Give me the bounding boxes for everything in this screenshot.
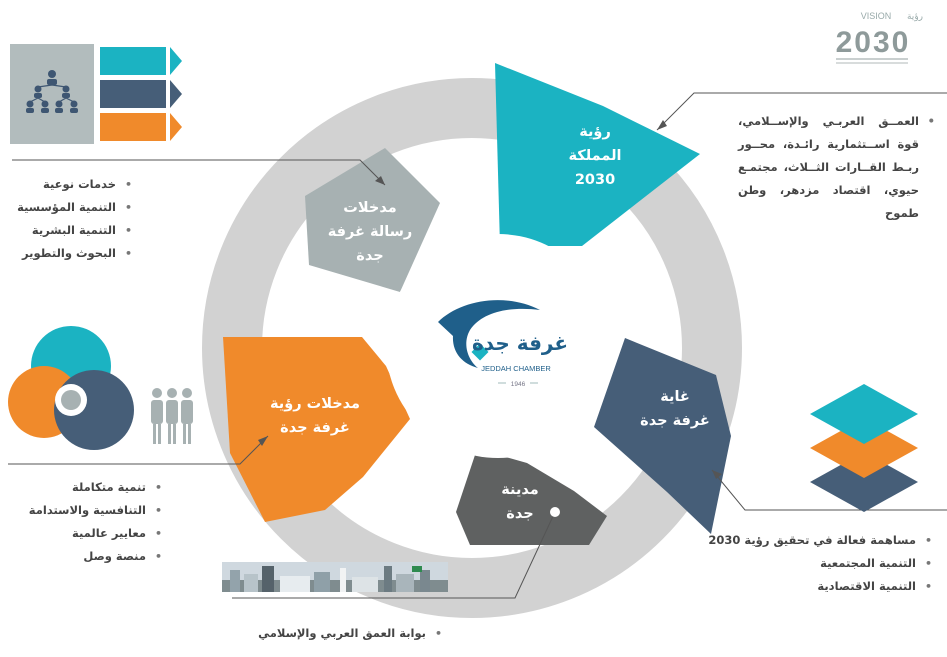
mission-label-line-3: جدة (356, 248, 384, 264)
segment-vision-kingdom (495, 63, 700, 246)
list-item: البحوث والتطوير (17, 242, 132, 265)
goal-list: مساهمة فعالة في تحقيق رؤية 2030 التنمية … (708, 529, 932, 598)
segment-mission-inputs (305, 148, 440, 292)
city-label-line-2: جدة (506, 506, 534, 522)
vision-label-line-1: رؤية (579, 124, 611, 140)
vision-inputs-list: تنمية متكاملة التنافسية والاستدامة معايي… (29, 476, 162, 568)
list-item: بوابة العمق العربي والإسلامي (258, 622, 442, 645)
vision-logo-arabic: رؤية (907, 12, 923, 22)
connector-city (232, 511, 556, 599)
people-group-icon (151, 388, 193, 444)
mission-label-line-1: مدخلات (343, 200, 397, 216)
vision-label-line-2: المملكة (568, 148, 622, 164)
mission-label-line-2: رسالة غرفة (327, 224, 413, 240)
vision-2030-logo: VISION رؤية 2030 (836, 11, 923, 64)
list-item: التنمية البشرية (17, 219, 132, 242)
segment-city (456, 449, 607, 545)
segment-goal-label: غاية غرفة جدة (625, 385, 725, 433)
segment-vision-inputs-label: مدخلات رؤية غرفة جدة (250, 392, 380, 440)
orange-bar (100, 113, 166, 141)
list-item: التنمية الاقتصادية (708, 575, 932, 598)
list-item: التنمية المجتمعية (708, 552, 932, 575)
city-label-line-1: مدينة (501, 482, 539, 498)
list-item: التنمية المؤسسية (17, 196, 132, 219)
connector-mission (12, 159, 386, 186)
logo-english-text: JEDDAH CHAMBER (481, 364, 551, 373)
list-item: التنافسية والاستدامة (29, 499, 162, 522)
org-chart-illustration (10, 44, 182, 144)
layers-illustration (810, 384, 918, 512)
logo-swoosh-icon (438, 300, 540, 368)
segment-vision-label: رؤية المملكة 2030 (545, 120, 645, 192)
jeddah-city-image (222, 562, 448, 592)
mission-list: خدمات نوعية التنمية المؤسسية التنمية الب… (17, 173, 132, 265)
city-marker-dot (550, 507, 560, 517)
vision-logo-year: 2030 (836, 26, 911, 59)
list-item: خدمات نوعية (17, 173, 132, 196)
center-circle (386, 234, 610, 458)
vision-label-line-3: 2030 (574, 172, 616, 188)
list-item: معايير عالمية (29, 522, 162, 545)
vision-inputs-label-line-1: مدخلات رؤية (269, 396, 361, 412)
segment-city-label: مدينة جدة (488, 478, 552, 526)
segment-mission-label: مدخلات رسالة غرفة جدة (325, 196, 415, 268)
teal-bar (100, 47, 166, 75)
vision-description: العمــق العربـي والإســلامي، قوة اســتثم… (738, 110, 935, 225)
segment-vision-inputs (223, 337, 410, 522)
connector-goal (711, 469, 947, 511)
connector-vision (656, 92, 947, 131)
goal-label-line-2: غرفة جدة (640, 413, 710, 429)
vision-inputs-label-line-2: غرفة جدة (280, 420, 350, 436)
segment-goal (594, 338, 731, 534)
slate-bar (100, 80, 166, 108)
goal-label-line-1: غاية (660, 389, 690, 405)
list-item: تنمية متكاملة (29, 476, 162, 499)
connector-vision-inputs (8, 435, 269, 465)
list-item: منصة وصل (29, 545, 162, 568)
city-list: بوابة العمق العربي والإسلامي (258, 622, 442, 645)
logo-year-text: 1946 (511, 381, 526, 388)
vision-logo-word: VISION (861, 11, 892, 21)
list-item: مساهمة فعالة في تحقيق رؤية 2030 (708, 529, 932, 552)
jeddah-chamber-logo: غرفة جدة JEDDAH CHAMBER 1946 (438, 300, 568, 388)
org-chart-icon (26, 70, 78, 113)
circles-illustration (8, 326, 134, 450)
logo-arabic-text: غرفة جدة (472, 331, 568, 355)
